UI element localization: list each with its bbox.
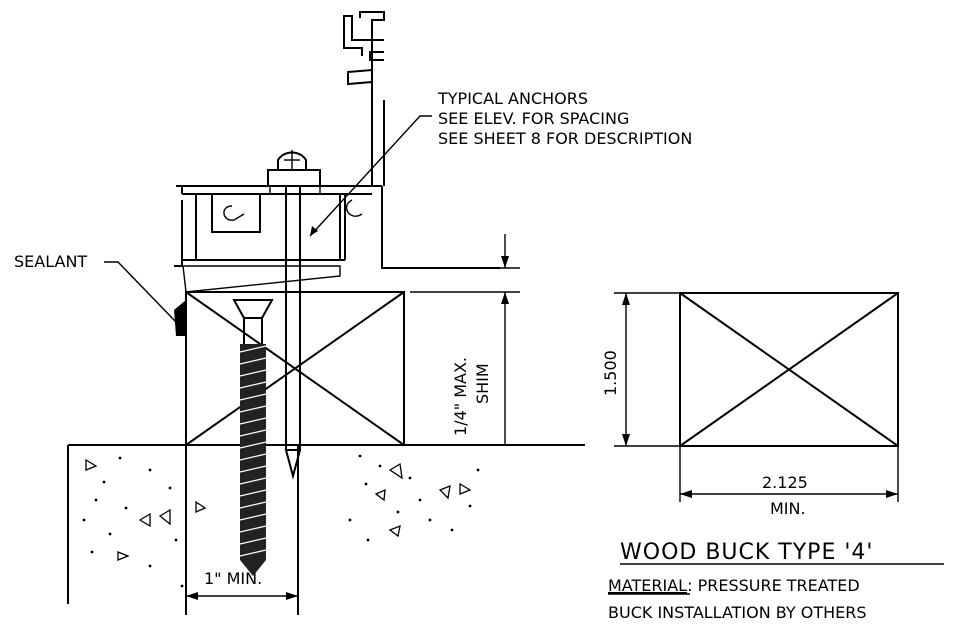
material-note: MATERIAL: PRESSURE TREATED [608, 576, 860, 595]
install-note: BUCK INSTALLATION BY OTHERS [608, 603, 867, 622]
shim-dimension [388, 234, 520, 445]
leader-lines [104, 115, 432, 323]
width-dimension [679, 446, 899, 502]
wood-buck-section [679, 292, 899, 447]
width-min-label: MIN. [770, 499, 806, 518]
width-dimension-label: 2.125 [762, 473, 808, 492]
concrete-dots [82, 454, 480, 588]
anchor-note-line3: SEE SHEET 8 FOR DESCRIPTION [438, 129, 692, 148]
lag-screw [232, 299, 274, 576]
wood-buck-block [185, 291, 405, 446]
concrete-substrate [67, 444, 585, 615]
frame-anchor [267, 150, 321, 480]
concrete-aggregate [85, 458, 472, 561]
embedment-dimension [186, 592, 298, 600]
embedment-label: 1" MIN. [204, 569, 262, 588]
shim-label-line2: SHIM [473, 363, 492, 404]
material-label: MATERIAL [608, 576, 687, 595]
material-value: : PRESSURE TREATED [687, 576, 860, 595]
anchor-note-line2: SEE ELEV. FOR SPACING [438, 109, 629, 128]
height-dimension [614, 292, 680, 447]
detail-title: WOOD BUCK TYPE '4' [620, 540, 873, 565]
shim [182, 265, 341, 293]
sealant-label: SEALANT [14, 252, 87, 271]
shim-label-line1: 1/4" MAX. [451, 357, 470, 436]
height-dimension-label: 1.500 [601, 350, 620, 396]
sealant-bead [174, 300, 186, 336]
anchor-note-line1: TYPICAL ANCHORS [437, 89, 588, 108]
